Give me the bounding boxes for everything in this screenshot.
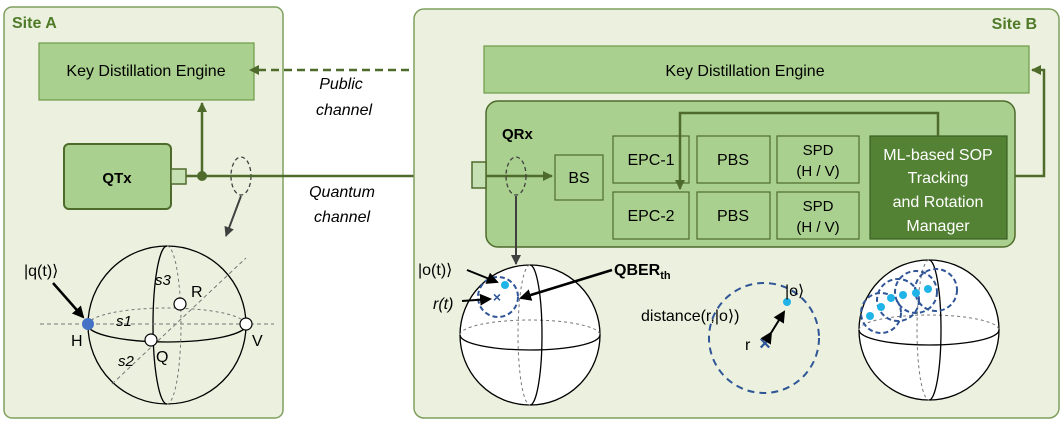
epc2-label: EPC-2	[627, 208, 674, 225]
axis-s2-label: s2	[118, 353, 135, 370]
quantum-splitter-node	[197, 171, 207, 181]
ml-manager-label-2: Tracking	[908, 170, 969, 187]
spd-bottom-box	[776, 191, 860, 240]
state-point-v	[239, 317, 253, 331]
ml-manager-label-3: and Rotation	[893, 194, 984, 211]
detail-r-label: r	[745, 337, 751, 354]
site-a-tap-arrow	[224, 195, 242, 237]
point-q-label: Q	[156, 349, 168, 366]
quantum-channel-label-1: Quantum	[309, 184, 375, 201]
qber-th-label: QBERth	[614, 262, 671, 282]
site-b-kde-label: Key Distillation Engine	[665, 63, 824, 80]
qber-threshold-circle	[477, 276, 519, 318]
spd-top-box	[776, 135, 860, 184]
epc1-label: EPC-1	[627, 152, 674, 169]
pbs-top-label: PBS	[717, 152, 749, 169]
site-b-sphere-1	[459, 264, 601, 406]
ml-manager-label-4: Manager	[906, 218, 970, 235]
pbs-bottom-label: PBS	[717, 208, 749, 225]
point-o-t	[501, 281, 509, 289]
qtx-label: QTx	[102, 170, 132, 187]
tracking-point-1	[866, 312, 874, 320]
tracking-point-2	[877, 303, 885, 311]
distance-arrow	[760, 310, 786, 345]
point-h-label: H	[71, 333, 83, 350]
site-a-title: Site A	[12, 15, 57, 32]
spd-bottom-label-2: (H / V)	[796, 219, 839, 236]
bs-label: BS	[568, 170, 589, 187]
state-q-label: |q(t)⟩	[24, 263, 58, 280]
tracking-point-4	[899, 291, 907, 299]
site-a-poincare-sphere	[40, 245, 274, 405]
o-t-label: |o(t)⟩	[418, 262, 452, 279]
detail-o-label: |o⟩	[785, 283, 804, 300]
site-b-sphere-2	[858, 259, 1000, 401]
site-b-title: Site B	[992, 16, 1037, 33]
detail-r-cross: ×	[759, 333, 771, 355]
site-b-tap-ellipse	[505, 156, 527, 196]
state-label-arrow	[52, 282, 85, 319]
epc2-box	[612, 191, 690, 240]
qber-label-main: QBER	[614, 262, 661, 279]
axis-s3-label: s3	[155, 272, 172, 289]
state-point-r	[173, 297, 187, 311]
quantum-channel-label-2: channel	[314, 209, 370, 226]
ml-to-kde-arrow	[1015, 65, 1046, 178]
qrx-port	[471, 161, 487, 189]
tracking-point-6	[924, 285, 932, 293]
ml-feedback-to-epc2	[675, 111, 940, 190]
qrx-label: QRx	[502, 126, 534, 143]
tracking-point-5	[912, 289, 920, 297]
o-t-arrow	[466, 269, 499, 284]
qtx-port	[170, 168, 187, 185]
spd-top-label-2: (H / V)	[796, 163, 839, 180]
spd-bottom-label-1: SPD	[803, 198, 834, 215]
site-a-kde-box	[38, 42, 255, 101]
axis-s1-label: s1	[116, 313, 132, 330]
public-channel-label-1: Public	[319, 76, 363, 93]
qber-label-sub: th	[660, 270, 671, 282]
epc1-box	[612, 135, 690, 184]
qber-arrow	[519, 268, 613, 301]
tracking-point-3	[887, 294, 895, 302]
detail-point-o	[783, 298, 791, 306]
distance-label: distance(r,|o⟩)	[641, 308, 739, 325]
state-point-h	[82, 318, 94, 330]
ml-manager-box	[869, 135, 1008, 240]
ml-manager-label-1: ML-based SOP	[883, 147, 992, 164]
spd-top-label-1: SPD	[803, 142, 834, 159]
pbs-top-box	[696, 135, 771, 184]
state-point-q	[144, 333, 158, 347]
point-r-label: R	[191, 284, 203, 301]
r-t-arrow	[461, 293, 492, 306]
distance-detail-circle	[708, 282, 820, 394]
point-v-label: V	[252, 333, 263, 350]
pbs-bottom-box	[696, 191, 771, 240]
public-channel-label-2: channel	[316, 102, 372, 119]
site-a-kde-label: Key Distillation Engine	[66, 63, 225, 80]
bs-box	[554, 154, 604, 201]
site-b-kde-box	[483, 45, 1030, 94]
point-r-t-cross: ×	[493, 289, 501, 305]
r-t-label: r(t)	[433, 296, 453, 313]
